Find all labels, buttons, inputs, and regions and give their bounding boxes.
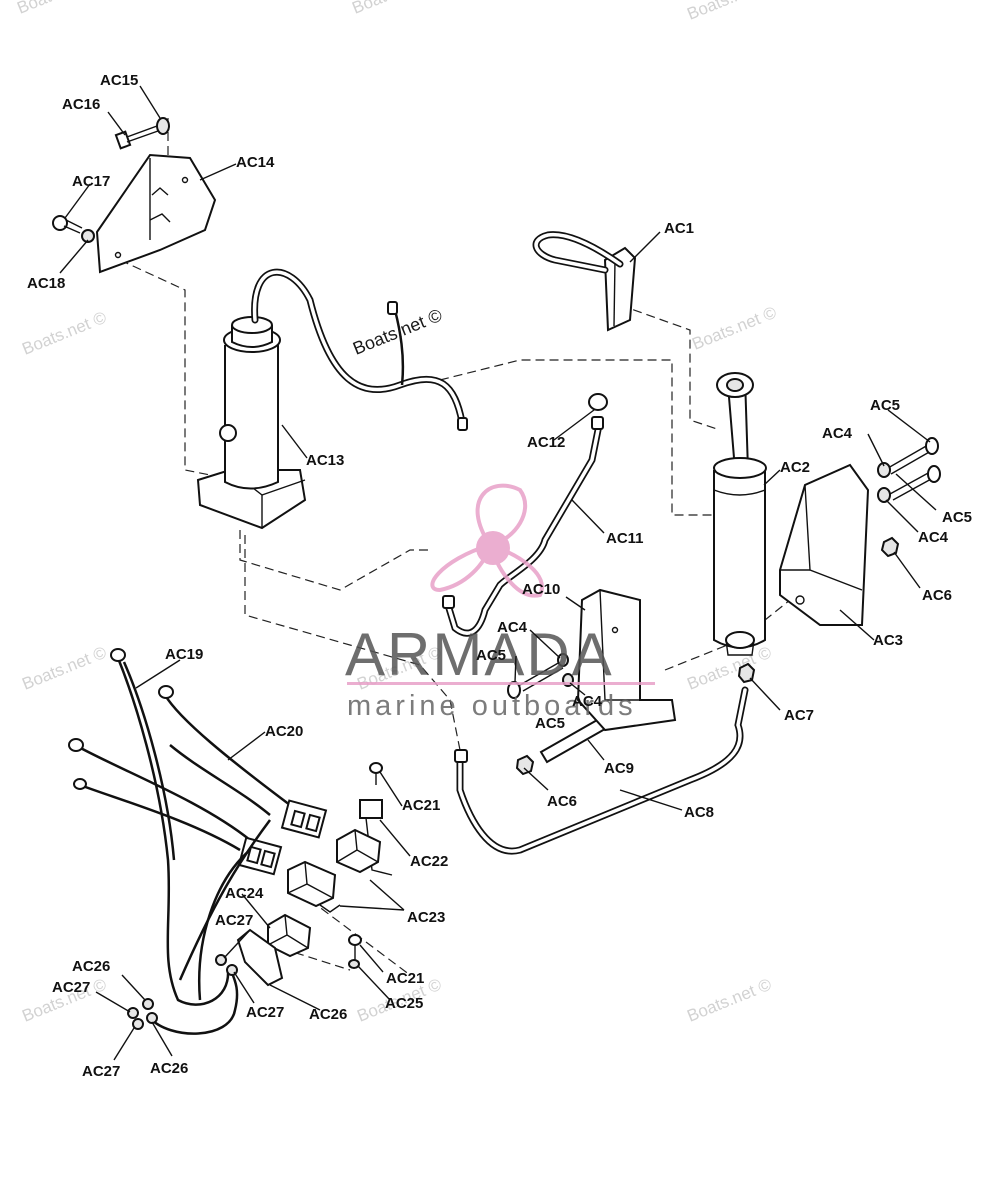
label-ac5: AC5 bbox=[870, 397, 900, 414]
label-ac7: AC7 bbox=[784, 707, 814, 724]
hose-ac11 bbox=[442, 426, 602, 637]
label-ac4: AC4 bbox=[572, 693, 603, 710]
label-ac20: AC20 bbox=[265, 723, 303, 740]
hose-ac8 bbox=[454, 686, 749, 855]
wire-harness-ac19 bbox=[110, 648, 239, 1035]
logo-brand: ARMADA bbox=[345, 621, 614, 688]
label-ac15: AC15 bbox=[100, 72, 138, 89]
label-ac25: AC25 bbox=[385, 995, 423, 1012]
watermark-text: Boats.net © bbox=[349, 0, 439, 18]
wire-harness-ac20 bbox=[68, 685, 328, 1001]
label-ac4: AC4 bbox=[918, 529, 949, 546]
bracket-plate-ac14 bbox=[95, 153, 217, 274]
relay-ac23-upper bbox=[336, 828, 382, 874]
label-ac1: AC1 bbox=[664, 220, 694, 237]
label-ac8: AC8 bbox=[684, 804, 714, 821]
label-ac21: AC21 bbox=[386, 970, 424, 987]
watermark-text: Boats.net © bbox=[684, 643, 774, 694]
label-ac22: AC22 bbox=[410, 853, 448, 870]
watermarks: Boats.net © Boats.net © Boats.net © Boat… bbox=[14, 0, 779, 1026]
label-ac18: AC18 bbox=[27, 275, 65, 292]
washer-ac15 bbox=[156, 117, 170, 135]
label-ac4: AC4 bbox=[822, 425, 853, 442]
watermark-text: Boats.net © bbox=[689, 303, 779, 354]
relay-ac23-lower bbox=[287, 860, 341, 913]
label-ac26: AC26 bbox=[150, 1060, 188, 1077]
screw-ac17 bbox=[52, 215, 83, 234]
nut-ac18 bbox=[81, 229, 95, 243]
bolt-ac5-lower bbox=[889, 465, 941, 501]
watermark-text: Boats.net © bbox=[684, 975, 774, 1026]
label-ac14: AC14 bbox=[236, 154, 275, 171]
nut-ac6-right bbox=[880, 536, 900, 558]
leader-lines bbox=[59, 85, 937, 1061]
armada-logo: ARMADA marine outboards bbox=[345, 483, 655, 722]
label-ac16: AC16 bbox=[62, 96, 100, 113]
washer-ac25 bbox=[348, 959, 360, 969]
screw-ac21-upper bbox=[369, 762, 383, 785]
label-ac19: AC19 bbox=[165, 646, 203, 663]
callout-labels: AC1 AC2 AC3 AC4 AC4 AC4 AC4 AC5 AC5 AC5 … bbox=[27, 72, 972, 1080]
label-ac21: AC21 bbox=[402, 797, 440, 814]
label-ac6: AC6 bbox=[922, 587, 952, 604]
label-ac27: AC27 bbox=[215, 912, 253, 929]
label-ac5: AC5 bbox=[942, 509, 972, 526]
label-ac13: AC13 bbox=[306, 452, 344, 469]
clamp-ac1 bbox=[532, 231, 637, 332]
bolt-ac5-middle bbox=[507, 661, 564, 699]
label-ac23: AC23 bbox=[407, 909, 445, 926]
label-ac12: AC12 bbox=[527, 434, 565, 451]
label-ac2: AC2 bbox=[780, 459, 810, 476]
logo-subtitle: marine outboards bbox=[347, 690, 637, 722]
label-ac5: AC5 bbox=[535, 715, 565, 732]
label-ac27: AC27 bbox=[52, 979, 90, 996]
fitting-ac12 bbox=[588, 393, 608, 430]
watermark-text: Boats.net © bbox=[19, 308, 109, 359]
pump-motor-ac13 bbox=[196, 268, 468, 530]
bolt-ac16 bbox=[114, 125, 159, 150]
label-ac6: AC6 bbox=[547, 793, 577, 810]
washer-ac4-upper bbox=[877, 462, 891, 478]
label-ac27: AC27 bbox=[82, 1063, 120, 1080]
label-ac26: AC26 bbox=[72, 958, 110, 975]
label-ac9: AC9 bbox=[604, 760, 634, 777]
bracket-ac10 bbox=[576, 588, 677, 732]
bracket-ac3 bbox=[779, 463, 870, 626]
trim-cylinder-ac2 bbox=[713, 372, 767, 656]
label-ac17: AC17 bbox=[72, 173, 110, 190]
label-ac5: AC5 bbox=[476, 647, 506, 664]
label-ac4: AC4 bbox=[497, 619, 528, 636]
label-ac26: AC26 bbox=[309, 1006, 347, 1023]
washer-ac4-lower bbox=[877, 487, 891, 503]
label-ac27: AC27 bbox=[246, 1004, 284, 1021]
label-ac10: AC10 bbox=[522, 581, 560, 598]
screw-ac21-lower bbox=[348, 934, 362, 960]
watermark-text: Boats.net © bbox=[684, 0, 774, 24]
watermark-text: Boats.net © bbox=[19, 643, 109, 694]
watermark-text: Boats.net © bbox=[14, 0, 104, 18]
label-ac11: AC11 bbox=[606, 530, 644, 547]
nuts-ac26-ac27 bbox=[127, 954, 238, 1030]
label-ac3: AC3 bbox=[873, 632, 903, 649]
label-ac24: AC24 bbox=[225, 885, 264, 902]
nut-ac6-middle bbox=[515, 754, 535, 776]
